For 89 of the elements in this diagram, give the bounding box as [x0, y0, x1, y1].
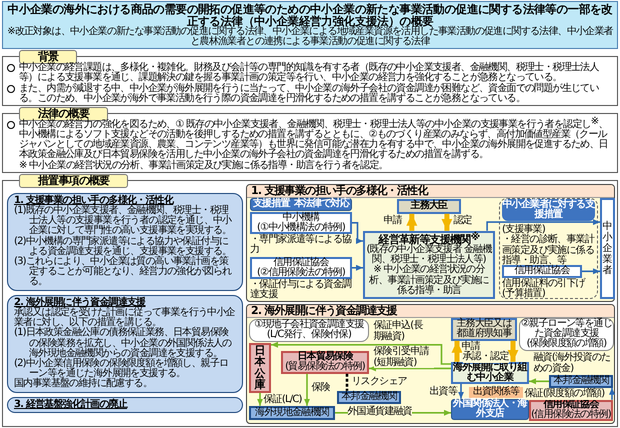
- vertical-box: [249, 342, 271, 393]
- note: ※改正対象は、中小企業の新たな事業活動の促進に関する法律、中小企業による地域産業資源を活用した事業活動の促進に関する法律、中小企業者と農林漁業者との連携による事業活動の促進に関する法律: [7, 27, 613, 48]
- process-box: [451, 318, 517, 341]
- arrow: [582, 268, 600, 274]
- edge-label: 外国通貨建融資: [348, 407, 412, 418]
- block-arrow: [452, 340, 462, 362]
- rounded-text-box: [7, 294, 243, 392]
- edge-label: 承認・認定: [462, 352, 509, 362]
- box-label: (②信用保険法の特例): [257, 268, 345, 278]
- rounded-note-box: [519, 318, 614, 351]
- list-item: (1)既存の中小企業支援者、金融機関、税理士・税理士法人等の支援事業を行う者の認定を通じ、中小企業に対して専門性の高い支援事業を実現する。: [14, 206, 233, 236]
- arrow: [304, 374, 310, 406]
- arrow: [352, 264, 363, 271]
- arrow: [529, 378, 549, 384]
- box-note: ※ 中小企業の経営状況の分析、事業計画策定及び実施に係る指導・助言: [368, 265, 490, 296]
- rounded-text-box: [7, 396, 243, 413]
- block-arrow: [406, 214, 418, 231]
- process-box: [281, 350, 369, 374]
- process-box: [250, 256, 352, 279]
- rounded-note-box: [249, 318, 369, 342]
- title-banner: [2, 1, 618, 50]
- box-label: (保険限度額の増額): [526, 339, 606, 350]
- edge-label: 保証(L/C): [264, 395, 302, 406]
- arrow: [486, 219, 600, 231]
- arrow: [257, 392, 263, 406]
- panel-heading: 2. 海外展開に伴う資金調達支援: [247, 304, 614, 318]
- arrow: [271, 342, 451, 365]
- block-arrow: [508, 340, 518, 362]
- diagram-panel: [246, 184, 615, 302]
- arrow: [369, 365, 451, 372]
- process-box: [397, 198, 461, 214]
- process-box: [337, 390, 401, 404]
- arrow: [458, 384, 464, 399]
- band: [469, 386, 523, 398]
- box-label: 信用保証協会: [273, 258, 329, 268]
- box-label: 外国関係法人・海外支店: [452, 399, 528, 420]
- edge-label: 保険: [312, 383, 330, 394]
- box-label: 本邦金融機関: [553, 376, 609, 386]
- box-label: (信用保険法の特例): [531, 410, 611, 420]
- edge-label: 出資等: [430, 387, 458, 398]
- edge-label: 認定: [454, 216, 472, 226]
- process-box: [249, 406, 335, 420]
- box-label: (①中小機構法の特例): [257, 222, 345, 233]
- process-box: [363, 230, 495, 299]
- process-box: [549, 374, 613, 388]
- box-label: 本法律で対応: [294, 199, 349, 210]
- box-label: 主務大臣: [410, 201, 448, 212]
- box-label: (貿易保険法の特例): [285, 362, 365, 372]
- header-box: 中小企業者に対する支援措置: [502, 198, 595, 222]
- connector-line: [346, 374, 348, 391]
- process-box: [250, 212, 352, 234]
- list-item: (2)中小機構の専門家派遣等による協力や保証付与による資金調達支援を通じ、支援事業を支援する。: [14, 236, 232, 257]
- annotation-text: ・専門家派遣等による協力: [250, 234, 352, 256]
- box-label: 出資関係等: [472, 387, 519, 398]
- vertical-box: [600, 198, 615, 299]
- box-label: (L/C発行、保険付保): [266, 330, 352, 340]
- box-label: 支援措置: [252, 199, 290, 210]
- box-label: 本邦金融機関: [341, 392, 397, 402]
- box-label: ①現地子会社資金調達支援: [254, 320, 364, 330]
- process-box: [502, 264, 582, 278]
- edge-label: リスクシェア: [352, 377, 407, 388]
- footnote: ※ 中小企業の経営状況の分析、事業計画策定及び実施に係る指導・助言を行う者を認定。: [18, 160, 389, 171]
- vertical-label: 中小企業者: [602, 220, 612, 276]
- edge-label: 申請: [384, 216, 402, 226]
- box-label: 中小機構: [282, 212, 320, 223]
- dashed-group: [499, 198, 598, 299]
- box-label: ・経営の診断、事業計画策定及び実施に係る指導・助言、等: [502, 235, 595, 266]
- process-box: [529, 400, 613, 421]
- annotation-text: ・保証付与による資金調達支援: [250, 280, 352, 300]
- list-item: (1)日本政策金融公庫の債務保証業務、日本貿易保険の保険業務を拡充し、中小企業の外国関係法人の海外現地金融機関からの資金調達を支援する。: [14, 328, 232, 359]
- arrow: [352, 222, 363, 244]
- list-item: (3)これらにより、中小企業は質の高い事業計画を策定することが可能となり、経営力の強化が図られる。: [14, 256, 233, 288]
- box-heading: 2. 海外展開に伴う資金調達支援: [14, 298, 147, 308]
- box-heading: 1. 支援事業の担い手の多様化・活性化: [14, 196, 174, 206]
- box-label: 信用保証協会: [514, 266, 570, 276]
- box-label: 主務大臣又は都道府県知事: [455, 319, 513, 340]
- edge-label: 保証(限度額の増額): [524, 389, 604, 400]
- box-heading: 3. 経営基盤強化計画の廃止: [14, 400, 129, 410]
- box-label: 海外現地金融機関: [255, 408, 329, 418]
- arrow: [609, 388, 615, 400]
- vertical-label: 日本公庫: [254, 344, 266, 391]
- annotation-text: 信用保証料の引下げ(予算措置): [502, 278, 586, 300]
- panel-heading: 1. 支援事業の担い手の多様化・活性化: [247, 184, 614, 198]
- paragraph: また、内需が減退する中、中小企業が海外展開を行うに当たって、中小企業の海外子会社の資金調達が困難など、資金面での問題が生じている。このため、中小企業が海外で事業活動を行う際の資金調達を円滑化するための措置を講ずることが急務となっている。: [19, 84, 600, 104]
- rounded-text-box: [7, 192, 243, 290]
- header-box: [250, 198, 352, 211]
- block-arrow: [441, 214, 452, 231]
- section-tab: 措置事項の概要: [19, 174, 128, 188]
- paragraph: 国内事業基盤の維持に配慮する。: [14, 379, 154, 390]
